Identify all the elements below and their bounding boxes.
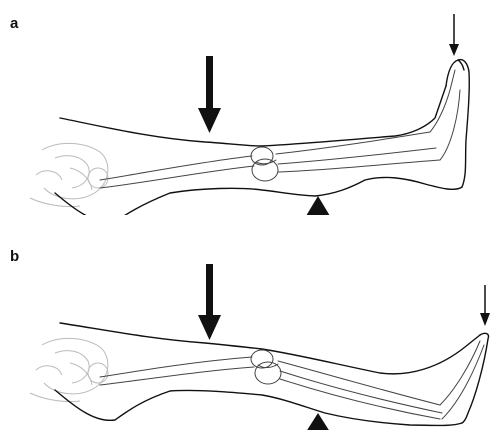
- panel-b-illustration: [0, 215, 502, 430]
- small-down-arrow-icon: [480, 285, 490, 326]
- panel-a-illustration: [0, 0, 502, 215]
- leg-bones: [100, 341, 484, 419]
- pelvis-sketch: [30, 143, 108, 206]
- panel-b-label: b: [10, 249, 19, 264]
- leg-bones: [100, 70, 460, 188]
- panel-a-label: a: [10, 16, 18, 31]
- leg-outline: [55, 60, 469, 215]
- large-down-arrow-icon: [198, 264, 221, 340]
- panel-a: a: [0, 0, 502, 215]
- pelvis-sketch: [30, 338, 108, 401]
- panel-b: b: [0, 215, 502, 430]
- small-down-arrow-icon: [449, 14, 459, 56]
- fulcrum-triangle-icon: [304, 413, 332, 430]
- large-down-arrow-icon: [198, 56, 221, 133]
- fulcrum-triangle-icon: [300, 196, 336, 215]
